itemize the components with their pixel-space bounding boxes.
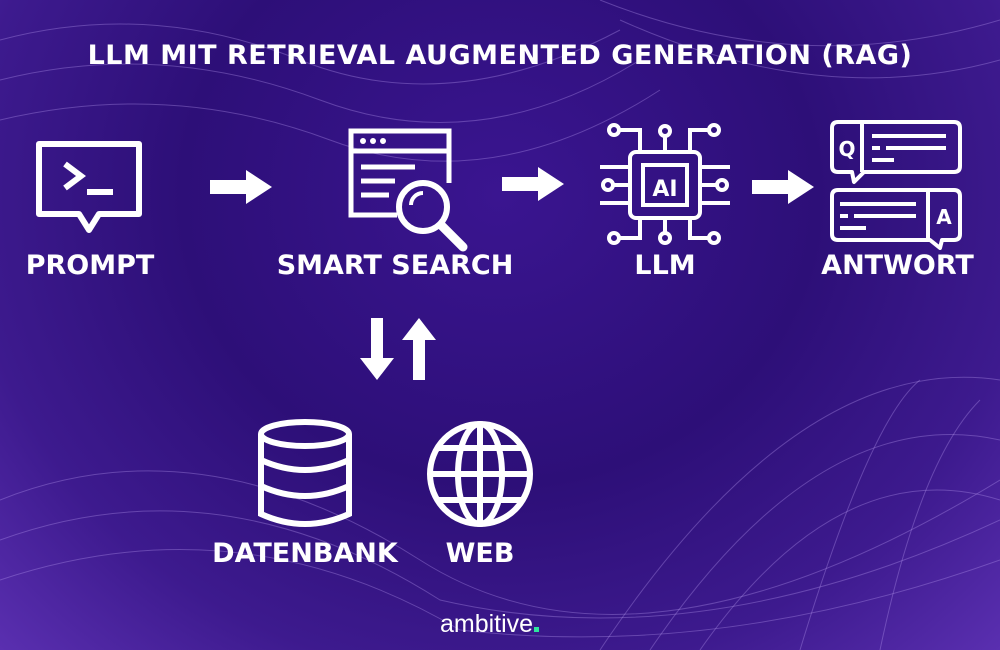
source-label-datenbank: DATENBANK — [212, 538, 398, 569]
search-browser-icon — [348, 128, 468, 252]
brand-dot — [534, 627, 540, 632]
brand-logo: ambitive — [440, 610, 540, 638]
arrow-right-icon — [210, 170, 272, 204]
step-label-smart-search: SMART SEARCH — [276, 250, 514, 281]
ai-chip-icon: AI — [600, 123, 730, 245]
step-label-prompt: PROMPT — [25, 250, 155, 281]
terminal-chat-icon — [36, 141, 142, 233]
chip-text: AI — [652, 177, 677, 202]
bidirectional-arrows-icon — [360, 318, 436, 380]
a-letter: A — [936, 205, 952, 229]
database-icon — [258, 419, 352, 527]
arrow-right-icon — [752, 170, 814, 204]
q-letter: Q — [838, 137, 855, 161]
source-label-web: WEB — [445, 538, 515, 569]
diagram-title: LLM MIT RETRIEVAL AUGMENTED GENERATION (… — [87, 40, 913, 71]
globe-icon — [427, 421, 533, 527]
arrow-right-icon — [502, 167, 564, 201]
qa-chat-icon: Q A — [830, 120, 962, 250]
step-label-antwort: ANTWORT — [821, 250, 974, 281]
brand-name: ambitive — [440, 610, 534, 638]
step-label-llm: LLM — [634, 250, 696, 281]
